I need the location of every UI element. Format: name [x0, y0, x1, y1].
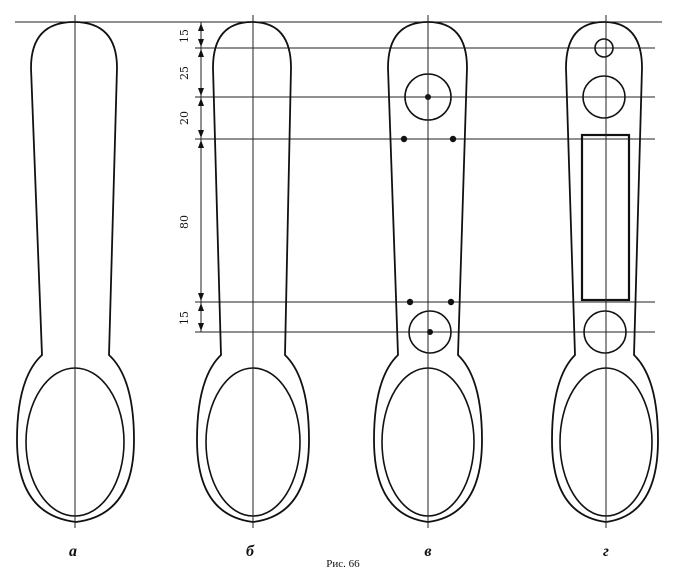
spoon-g-top-hole	[594, 38, 614, 58]
dimension-label-5: 15	[178, 311, 191, 325]
spoon-v-lower-hole	[408, 310, 452, 354]
panel-label-a: а	[69, 543, 77, 560]
dimension-label-3: 20	[178, 111, 191, 125]
spoon-b-outline	[196, 21, 310, 523]
spoon-a-outline	[16, 21, 135, 523]
panel-label-g: г	[603, 543, 609, 560]
spoon-g-outline	[551, 21, 659, 523]
dimension-label-1: 15	[178, 29, 191, 43]
dimension-arrows	[198, 23, 204, 331]
spoon-g-lower-hole	[583, 310, 627, 354]
dimension-label-2: 25	[178, 66, 191, 80]
panel-g-spoon	[551, 15, 659, 528]
panel-v-spoon	[373, 15, 483, 528]
panel-label-v: в	[424, 543, 431, 560]
figure-caption: Рис. 66	[326, 558, 360, 570]
reference-lines	[15, 21, 662, 333]
dimension-label-4: 80	[178, 215, 191, 229]
dimension-chain: 15 25 20 80 15	[178, 22, 204, 332]
panel-a-spoon	[16, 15, 135, 528]
panel-b-spoon	[196, 15, 310, 528]
spoon-v-outline	[373, 21, 483, 523]
panel-label-b: б	[246, 543, 255, 560]
spoon-g-upper-hole	[582, 75, 626, 119]
